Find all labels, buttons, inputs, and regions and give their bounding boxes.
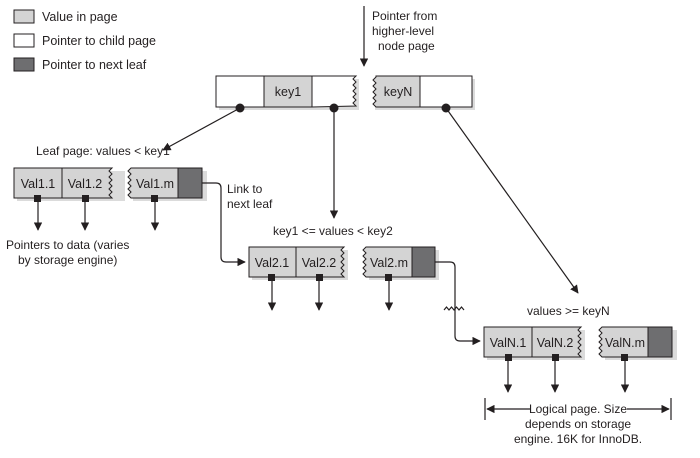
leafN-value-1-label: ValN.1 bbox=[490, 336, 527, 350]
leaf1-value-cell-2 bbox=[61, 167, 114, 199]
leafN-caption: values >= keyN bbox=[527, 304, 610, 318]
leafN-value-2-label: ValN.2 bbox=[537, 336, 574, 350]
leaf2-value-2-label: Val2.2 bbox=[302, 256, 337, 270]
logical-page-line-1: Logical page. Size bbox=[529, 402, 627, 416]
link-to-next-leaf-line-1: Link to bbox=[227, 182, 263, 196]
logical-page-line-3: engine. 16K for InnoDB. bbox=[514, 432, 642, 446]
leaf2-next-leaf-pointer-cell bbox=[411, 246, 436, 278]
leaf-page-1: Val1.1 Val1.2 Val1.m bbox=[13, 167, 207, 231]
legend-item-child-pointer: Pointer to child page bbox=[13, 33, 156, 48]
incoming-pointer-label-line-3: node page bbox=[378, 39, 435, 53]
leaf1-next-leaf-pointer-cell bbox=[177, 167, 203, 199]
root-child-pointer-cell-1 bbox=[215, 75, 265, 108]
leaf1-to-leaf2-link bbox=[202, 182, 246, 267]
root-node-page: key1 keyN bbox=[215, 75, 475, 113]
legend-label-next-leaf-pointer: Pointer to next leaf bbox=[42, 58, 147, 72]
incoming-pointer-label-line-1: Pointer from bbox=[372, 9, 437, 23]
leaf2-value-m-label: Val2.m bbox=[370, 256, 408, 270]
link-to-next-leaf-line-2: next leaf bbox=[227, 197, 273, 211]
incoming-pointer: Pointer from higher-level node page bbox=[359, 6, 437, 67]
leaf1-caption: Leaf page: values < key1 bbox=[36, 144, 170, 158]
logical-page-dimension: Logical page. Size depends on storage en… bbox=[484, 398, 672, 446]
root-keyN-label: keyN bbox=[384, 85, 412, 99]
legend-swatch-child-pointer bbox=[13, 33, 35, 48]
leaf1-value-m-label: Val1.m bbox=[136, 177, 174, 191]
root-child-pointer-cell-2 bbox=[311, 75, 358, 108]
leaf2-value-cell-2 bbox=[295, 246, 346, 278]
root-to-leafN-arrow bbox=[445, 107, 579, 294]
leaf1-data-pointer-m bbox=[151, 195, 158, 202]
leafN-value-cell-1 bbox=[483, 326, 533, 358]
leafN-value-m-label: ValN.m bbox=[605, 336, 645, 350]
root-key1-label: key1 bbox=[275, 85, 301, 99]
incoming-pointer-label-line-2: higher-level bbox=[372, 24, 434, 38]
leafN-next-leaf-pointer-cell bbox=[647, 326, 673, 358]
legend-item-value: Value in page bbox=[13, 9, 118, 24]
root-key-cell-key1 bbox=[263, 75, 313, 108]
leafN-value-cell-2 bbox=[531, 326, 583, 358]
leafN-data-pointer-2 bbox=[552, 354, 559, 361]
leaf2-data-pointer-m bbox=[385, 274, 392, 281]
leaf1-value-1-label: Val1.1 bbox=[21, 177, 56, 191]
pointers-to-data-line-2: by storage engine) bbox=[18, 253, 117, 267]
root-to-leaf1-arrow bbox=[162, 107, 241, 151]
leaf-page-n: ValN.1 ValN.2 ValN.m bbox=[483, 326, 677, 393]
leafN-value-cell-m bbox=[598, 326, 649, 358]
root-child-pointer-cell-n bbox=[419, 75, 473, 108]
link-break-zigzag bbox=[443, 306, 465, 311]
leaf1-data-pointer-2 bbox=[82, 195, 89, 202]
leaf2-data-pointer-2 bbox=[316, 274, 323, 281]
leaf2-data-pointer-1 bbox=[268, 274, 275, 281]
legend-label-child-pointer: Pointer to child page bbox=[42, 34, 156, 48]
leafN-data-pointer-m bbox=[621, 354, 628, 361]
legend: Value in page Pointer to child page Poin… bbox=[13, 9, 156, 72]
leaf1-value-2-label: Val1.2 bbox=[68, 177, 103, 191]
leaf-page-2: Val2.1 Val2.2 Val2.m bbox=[248, 246, 439, 311]
pointers-to-data-line-1: Pointers to data (varies bbox=[6, 238, 129, 252]
leaf2-to-leafN-link bbox=[435, 261, 481, 346]
legend-item-next-leaf-pointer: Pointer to next leaf bbox=[13, 57, 147, 72]
leaf1-value-cell-m bbox=[127, 167, 179, 199]
leaf1-data-pointer-1 bbox=[34, 195, 41, 202]
root-key-cell-keyN bbox=[372, 75, 421, 108]
legend-swatch-next-leaf-pointer bbox=[13, 57, 35, 72]
logical-page-line-2: depends on storage bbox=[525, 417, 631, 431]
legend-label-value: Value in page bbox=[42, 10, 118, 24]
leaf2-value-cell-1 bbox=[248, 246, 297, 278]
leaf2-caption: key1 <= values < key2 bbox=[273, 224, 393, 238]
leafN-data-pointer-1 bbox=[505, 354, 512, 361]
leaf2-value-1-label: Val2.1 bbox=[255, 256, 290, 270]
legend-swatch-value bbox=[13, 9, 35, 24]
leaf2-value-cell-m bbox=[362, 246, 413, 278]
